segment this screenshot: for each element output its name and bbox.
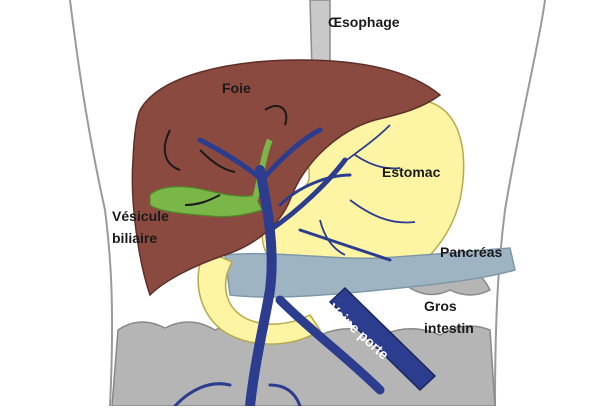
torso-outline-right [495,0,545,406]
label-intestin: intestin [424,320,474,337]
label-gros: Gros [424,298,457,315]
label-oesophage: Œsophage [328,14,400,31]
label-biliaire: biliaire [112,230,157,247]
label-estomac: Estomac [382,164,440,181]
label-foie: Foie [222,80,251,97]
label-pancreas: Pancréas [440,244,502,261]
label-vesicule: Vésicule [112,208,169,225]
torso-outline [70,0,112,406]
